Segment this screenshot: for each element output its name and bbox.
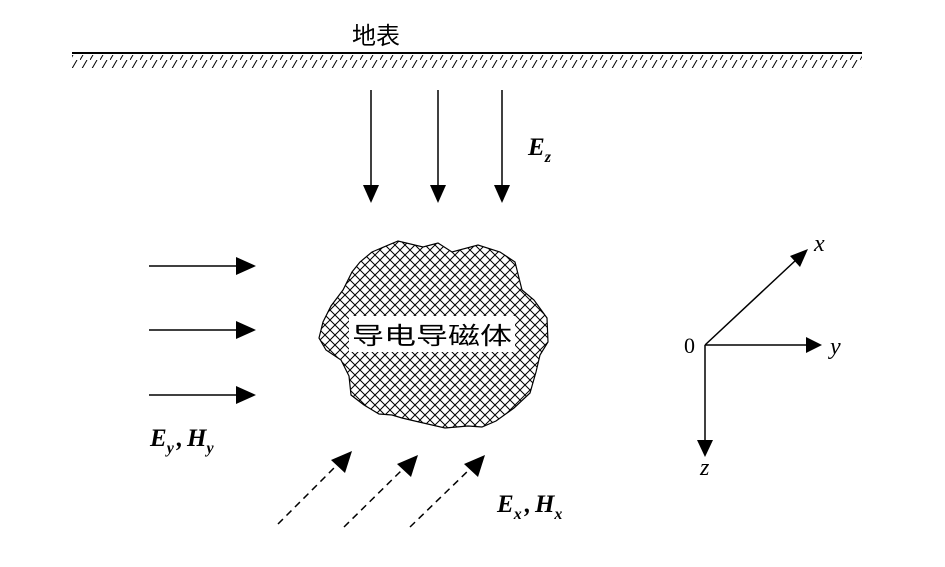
surface-label: 地表 [352,22,400,50]
x-axis [704,249,808,346]
ex-hx-arrow [409,455,485,528]
ey-hy-arrows [149,257,256,404]
ground-surface [72,52,862,68]
body-label-bg [349,316,515,352]
axis-origin-label: 0 [684,333,695,358]
coordinate-axes [697,249,822,457]
ex-hx-arrow [277,451,352,525]
y-axis-label: y [828,334,841,360]
body-label: 导电导磁体 [352,322,512,350]
conductive-body: 导电导磁体 [318,240,549,429]
y-axis [705,337,822,353]
ey-hy-arrow [149,321,256,339]
z-axis-label: z [699,455,710,481]
ex-hx-arrow [343,455,418,528]
x-axis-label: x [813,231,825,257]
ez-arrow [430,90,446,203]
ez-arrow [494,90,510,203]
ez-arrows [363,90,510,203]
surface-hatching [72,55,862,68]
z-axis [697,345,713,457]
ez-label: Ez [527,134,552,166]
ey-hy-label: Ey,Hy [149,425,215,457]
ez-arrow [363,90,379,203]
ey-hy-arrow [149,386,256,404]
ex-hx-arrows [277,451,485,528]
ex-hx-label: Ex,Hx [496,491,562,523]
ey-hy-arrow [149,257,256,275]
